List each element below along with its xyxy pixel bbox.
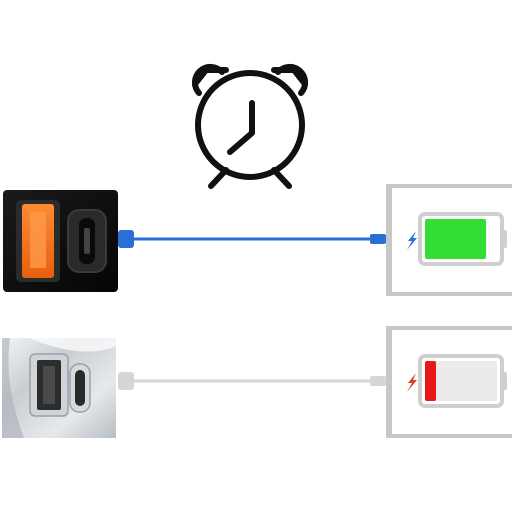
alarm-clock-leg-right: [271, 167, 292, 189]
phone-top: [386, 184, 512, 296]
battery-low-icon: [418, 354, 507, 408]
battery-full-fill: [425, 219, 486, 259]
usb-c-port-2: [75, 370, 85, 406]
battery-low-fill: [425, 361, 436, 401]
standard-charger-edge-shade: [2, 338, 24, 438]
standard-charger-icon: [2, 338, 116, 438]
usb-a-port-tongue: [30, 212, 46, 268]
lightning-icon: [407, 231, 417, 250]
fast-charger-icon: [3, 190, 118, 292]
usb-c-port-tongue: [84, 228, 90, 254]
battery-low-cap: [501, 372, 507, 390]
fast-cable-plug-left: [118, 230, 134, 248]
alarm-bell-right-cap: [271, 67, 308, 87]
standard-cable-plug-right: [370, 376, 386, 386]
battery-full-cap: [501, 230, 507, 248]
alarm-clock-hands: [227, 100, 255, 155]
lightning-icon: [407, 373, 417, 392]
alarm-clock-face: [195, 70, 305, 180]
fast-cable-plug-right: [370, 234, 386, 244]
standard-cable-plug-left: [118, 372, 134, 390]
fast-cable: [118, 230, 386, 248]
alarm-bell-left-cap: [192, 67, 229, 87]
alarm-clock-leg-left: [208, 167, 229, 189]
battery-low-empty: [425, 361, 497, 401]
usb-a-port-tongue-2: [43, 366, 55, 404]
battery-full-icon: [418, 212, 507, 266]
standard-charger-highlight: [30, 338, 116, 352]
phone-bottom: [386, 326, 512, 438]
standard-cable: [118, 372, 386, 390]
alarm-clock-icon: [192, 63, 308, 189]
